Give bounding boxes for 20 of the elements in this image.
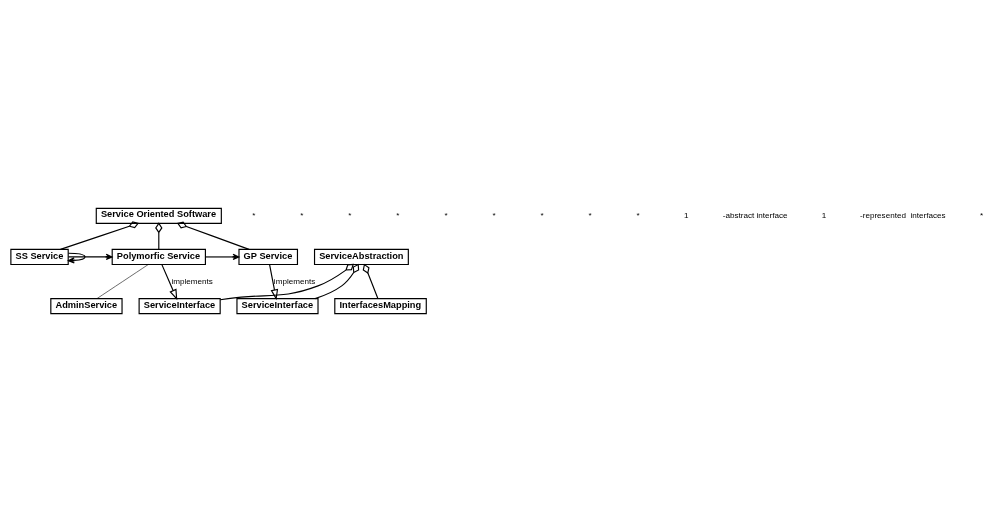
connector: [314, 263, 360, 299]
node-box: ServiceAbstraction: [313, 248, 409, 265]
node-box: ServiceInterface: [138, 297, 221, 314]
node-box: Polymorfic Service: [111, 248, 206, 265]
arrow: [269, 263, 279, 300]
connector: [59, 220, 140, 250]
arrow: [67, 252, 86, 264]
arrow: [205, 253, 240, 260]
connector: [362, 263, 379, 299]
node-box: ServiceInterface: [236, 297, 319, 314]
node-box: SS Service: [10, 248, 69, 265]
node-box: Service Oriented Software: [95, 207, 222, 224]
node-box: AdminService: [50, 297, 123, 314]
connector: [176, 220, 250, 250]
node-box: GP Service: [238, 248, 299, 265]
arrow: [161, 263, 178, 300]
arrow: [67, 253, 113, 260]
node-box: InterfacesMapping: [334, 297, 427, 314]
connector: [219, 263, 355, 300]
connector: [96, 263, 149, 299]
